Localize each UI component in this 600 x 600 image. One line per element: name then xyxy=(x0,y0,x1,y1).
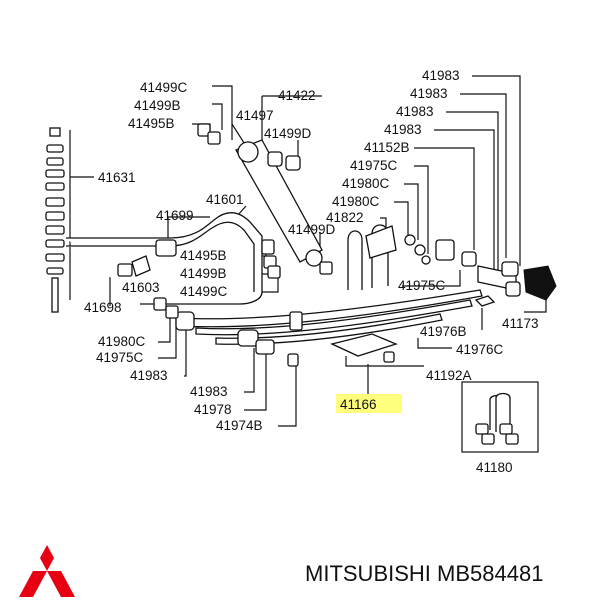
label-41822: 41822 xyxy=(326,210,364,225)
label-41495B: 41495B xyxy=(128,116,175,131)
label-41983-c: 41983 xyxy=(190,384,228,399)
link-41422 xyxy=(197,123,323,267)
label-41978: 41978 xyxy=(194,402,232,417)
label-41497: 41497 xyxy=(236,108,274,123)
label-41983-r2: 41983 xyxy=(410,86,448,101)
brand-part-number: MITSUBISHI MB584481 xyxy=(305,561,544,586)
u-bolt-pair-41822 xyxy=(347,224,397,290)
label-41983-r1: 41983 xyxy=(422,68,460,83)
label-41975C-l: 41975C xyxy=(96,350,144,365)
label-41499C: 41499C xyxy=(140,80,188,95)
label-41980C-r2: 41980C xyxy=(332,194,380,209)
label-41499B: 41499B xyxy=(134,98,181,113)
label-41980C-l: 41980C xyxy=(98,334,146,349)
label-41499D: 41499D xyxy=(264,126,312,141)
bushings-mid xyxy=(117,239,333,279)
label-41499C-mid: 41499C xyxy=(180,284,228,299)
label-41983-r3: 41983 xyxy=(396,104,434,119)
highlight-41166 xyxy=(336,394,402,413)
label-41499B-mid: 41499B xyxy=(180,266,227,281)
label-41495B-mid: 41495B xyxy=(180,248,227,263)
leaf-spring-41192A xyxy=(175,289,483,347)
label-41601: 41601 xyxy=(206,192,244,207)
label-41699: 41699 xyxy=(156,208,194,223)
u-bolt-inset-frame xyxy=(461,381,539,453)
u-bolt-kit-41180 xyxy=(475,392,519,445)
label-41983-r4: 41983 xyxy=(384,122,422,137)
label-41180: 41180 xyxy=(476,460,513,475)
label-41166: 41166 xyxy=(340,397,377,412)
mitsubishi-three-diamonds-icon xyxy=(19,545,75,597)
label-41631: 41631 xyxy=(98,170,136,185)
label-41152B: 41152B xyxy=(364,140,410,155)
label-41975C-r: 41975C xyxy=(350,158,398,173)
label-41983-l: 41983 xyxy=(130,368,168,383)
label-41603: 41603 xyxy=(122,280,160,295)
bushings-bottom-left xyxy=(153,297,299,367)
label-41192A: 41192A xyxy=(426,368,472,383)
label-41975C-r2: 41975C xyxy=(398,278,446,293)
label-41976B: 41976B xyxy=(420,324,467,339)
label-41422: 41422 xyxy=(278,88,316,103)
shackle-right xyxy=(404,234,557,307)
label-41974B: 41974B xyxy=(216,418,263,433)
bushing-stack-41631 xyxy=(45,127,65,313)
spring-plate-41166 xyxy=(330,333,398,363)
label-41698: 41698 xyxy=(84,300,122,315)
label-41499D-mid: 41499D xyxy=(288,222,336,237)
part-labels: 41499C 41499B 41495B 41422 41497 41499D … xyxy=(84,68,539,475)
stabilizer-bar-41601 xyxy=(66,212,263,305)
label-41976C: 41976C xyxy=(456,342,504,357)
label-41173: 41173 xyxy=(502,316,539,331)
label-41980C-r: 41980C xyxy=(342,176,390,191)
